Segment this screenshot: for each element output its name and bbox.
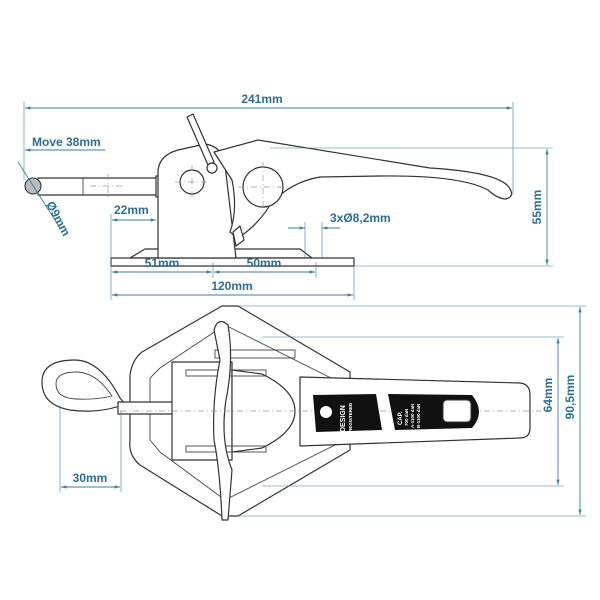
capacity-label-line4: B-1100 daN: [416, 404, 421, 428]
design-label: [313, 394, 382, 432]
dim-hole-spacing-2: 50mm: [247, 256, 282, 270]
dim-rod-diameter: Ø9mm: [43, 199, 73, 239]
eye-opening: [55, 371, 113, 400]
latch-rail: [214, 349, 296, 359]
pin-head: [206, 162, 218, 174]
dim-plate-width: 90,5mm: [563, 375, 577, 420]
side-dimensions: 241mm Move 38mm Ø9mm 22mm 3xØ8,2mm 51mm …: [17, 92, 553, 300]
rod: [37, 177, 159, 196]
dim-height: 55mm: [530, 190, 544, 225]
top-view: DESIGN REGISTERED CAP. 700 daN A-1100 da…: [41, 305, 545, 521]
dim-hole-spacing-1: 51mm: [145, 256, 180, 270]
design-label-line2: REGISTERED: [348, 402, 353, 432]
dim-line-rod-diameter: [17, 161, 61, 229]
eye-bolt: [41, 359, 126, 412]
safety-pin-top: [213, 320, 233, 521]
lock-nut: [232, 225, 245, 247]
capacity-label-line2: 700 daN: [404, 409, 409, 426]
capacity-label-line1: CAP.: [398, 411, 404, 425]
eye-shaft: [117, 401, 179, 415]
top-dimensions: 30mm 64mm 90,5mm: [59, 305, 586, 517]
brand-logo: [320, 406, 332, 418]
dim-lever-width: 64mm: [541, 378, 555, 413]
side-view: [24, 113, 513, 267]
dim-holes: 3xØ8,2mm: [330, 211, 391, 225]
dim-bracket-offset: 22mm: [114, 203, 149, 217]
dim-base-length: 120mm: [211, 279, 252, 293]
design-label-line1: DESIGN: [340, 405, 347, 432]
capacity-label-line3: A-1100 daN: [410, 404, 415, 428]
safety-pin: [186, 113, 215, 166]
thumb-grip: [442, 399, 472, 423]
dim-overall-length: 241mm: [241, 92, 282, 106]
dim-eye-length: 30mm: [73, 471, 108, 485]
dim-move: Move 38mm: [32, 135, 101, 149]
